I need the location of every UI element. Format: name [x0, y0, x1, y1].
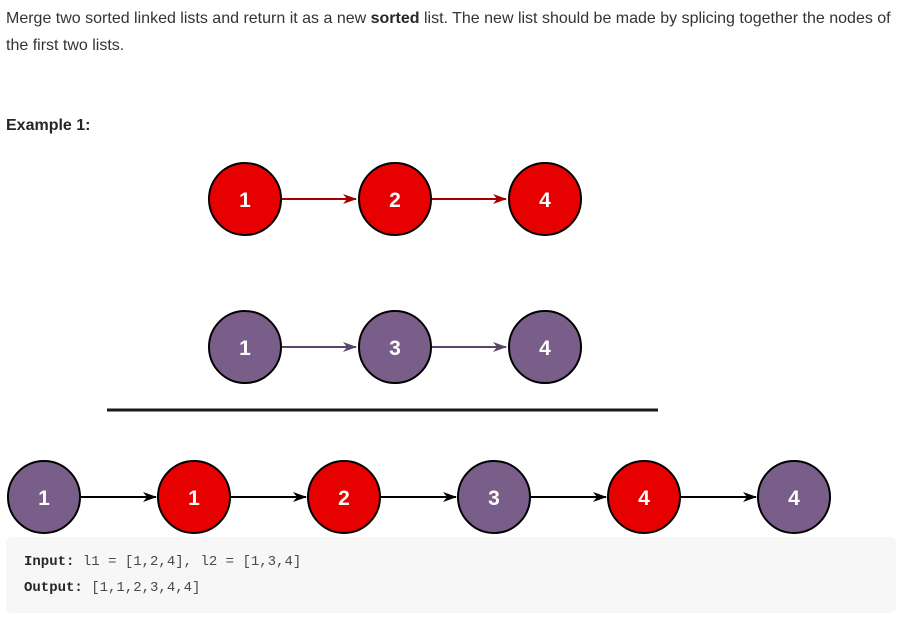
output-value: [1,1,2,3,4,4]	[82, 580, 201, 596]
example-code-block: Input: l1 = [1,2,4], l2 = [1,3,4] Output…	[6, 537, 896, 613]
list2-node: 1	[208, 310, 282, 384]
problem-description: Merge two sorted linked lists and return…	[6, 5, 896, 59]
node-label: 3	[488, 487, 500, 510]
node-label: 4	[539, 337, 551, 360]
node-label: 4	[638, 487, 650, 510]
node-label: 3	[389, 337, 401, 360]
input-line: Input: l1 = [1,2,4], l2 = [1,3,4]	[24, 554, 301, 570]
merged-node: 3	[457, 460, 531, 534]
list1-node: 2	[358, 162, 432, 236]
merged-node: 1	[157, 460, 231, 534]
list1-node: 4	[508, 162, 582, 236]
description-text-before: Merge two sorted linked lists and return…	[6, 10, 371, 27]
node-label: 2	[389, 189, 401, 212]
merged-node: 2	[307, 460, 381, 534]
output-key: Output:	[24, 580, 83, 596]
list1-node: 1	[208, 162, 282, 236]
description-bold-word: sorted	[370, 10, 420, 27]
list2-node: 3	[358, 310, 432, 384]
node-label: 4	[539, 189, 551, 212]
input-key: Input:	[24, 554, 75, 570]
node-label: 1	[239, 337, 251, 360]
node-label: 1	[239, 189, 251, 212]
merged-node: 4	[607, 460, 681, 534]
list2-row: 1 3 4	[208, 310, 582, 384]
merged-node: 1	[7, 460, 81, 534]
description-text-after: list. The new list should be made by spl…	[6, 10, 891, 54]
input-value: l1 = [1,2,4], l2 = [1,3,4]	[74, 554, 302, 570]
node-label: 4	[788, 487, 800, 510]
list1-row: 1 2 4	[208, 162, 582, 236]
node-label: 2	[338, 487, 350, 510]
list2-node: 4	[508, 310, 582, 384]
example-title: Example 1:	[6, 117, 91, 134]
merged-node: 4	[757, 460, 831, 534]
output-line: Output: [1,1,2,3,4,4]	[24, 580, 200, 596]
merged-row: 1 1 2 3 4 4	[7, 460, 831, 534]
node-label: 1	[38, 487, 50, 510]
node-label: 1	[188, 487, 200, 510]
